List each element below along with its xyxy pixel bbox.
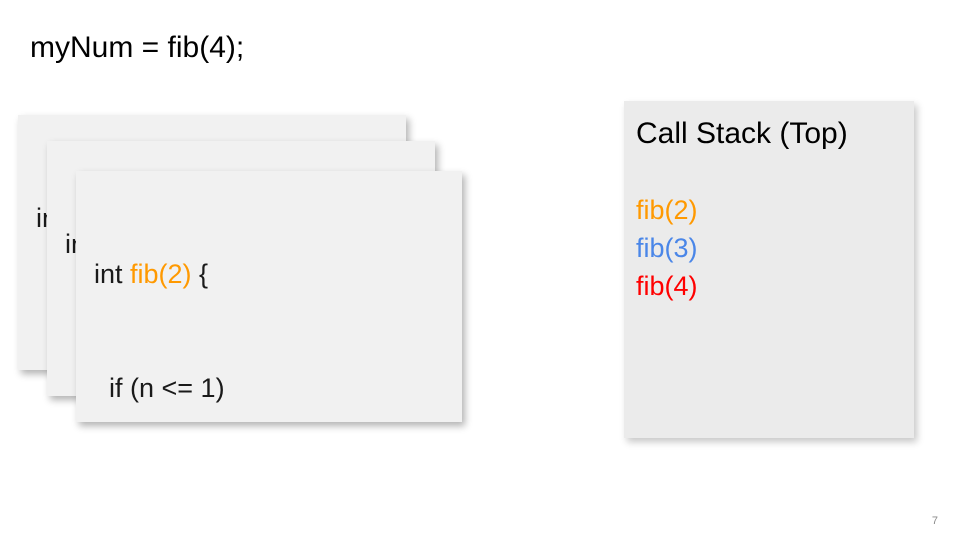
code-card-fib2[interactable]: int fib(2) { if (n <= 1) return n; retur… [76, 171, 462, 422]
code-line-if-condition: if (n <= 1) [94, 373, 225, 403]
code-token-keyword: int [94, 259, 131, 289]
call-stack-frame-fib2[interactable]: fib(2) [636, 195, 698, 225]
call-stack-title: Call Stack (Top) [636, 117, 848, 150]
call-stack-frame-fib3[interactable]: fib(3) [636, 233, 698, 263]
code-card-fib2-body: int fib(2) { if (n <= 1) return n; retur… [94, 179, 456, 422]
page-title: myNum = fib(4); [30, 31, 245, 64]
code-token-function-name: fib(2) [130, 259, 192, 289]
call-frame-card-stack: int fib(4) { } int fib(3) { } int fi [0, 0, 480, 440]
call-stack-frame-fib4[interactable]: fib(4) [636, 271, 698, 301]
slide-number: 7 [931, 515, 938, 527]
call-stack-frame-list: fib(2) fib(3) fib(4) [636, 191, 906, 305]
code-line-signature: int fib(2) { [94, 255, 456, 293]
code-token-brace-open: { [191, 259, 209, 289]
call-stack-panel: Call Stack (Top) fib(2) fib(3) fib(4) [624, 101, 914, 438]
